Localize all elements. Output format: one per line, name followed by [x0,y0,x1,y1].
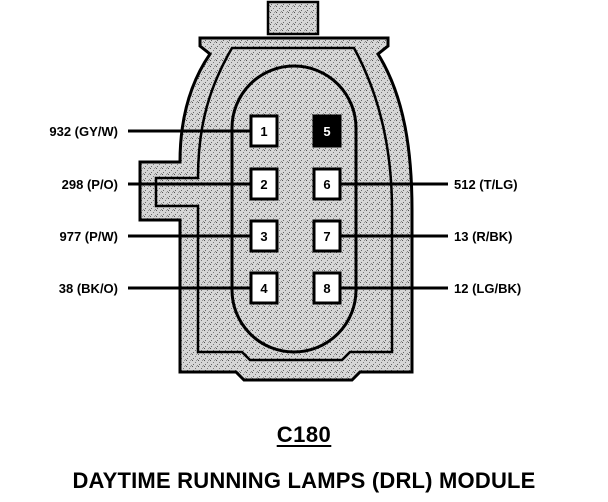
pin-3: 3 [249,219,279,253]
circuit-label-pin-4: 38 (BK/O) [59,281,118,296]
pin-2-number: 2 [260,177,267,192]
connector-latch [266,0,320,36]
pin-7-box [312,219,342,253]
pin-5: 5 [312,114,342,148]
circuit-label-pin-6: 512 (T/LG) [454,177,518,192]
pin-5-box [312,114,342,148]
circuit-label-pin-1: 932 (GY/W) [49,124,118,139]
pin-4-number: 4 [260,281,268,296]
pin-4: 4 [249,271,279,305]
pin-8: 8 [312,271,342,305]
circuit-labels: 932 (GY/W) 298 (P/O) 977 (P/W) 38 (BK/O)… [49,124,521,296]
pin-6: 6 [312,167,342,201]
wire-leads [128,129,448,290]
pin-3-box [249,219,279,253]
pin-2: 2 [249,167,279,201]
connector-id: C180 [276,422,332,447]
pin-1-box [249,114,279,148]
pin-6-number: 6 [323,177,330,192]
circuit-label-pin-8: 12 (LG/BK) [454,281,521,296]
pin-8-number: 8 [323,281,330,296]
module-title: DAYTIME RUNNING LAMPS (DRL) MODULE [72,468,536,493]
pin-7-number: 7 [323,229,330,244]
pin-8-box [312,271,342,305]
pin-1-number: 1 [260,124,267,139]
pin-4-box [249,271,279,305]
circuit-label-pin-3: 977 (P/W) [59,229,118,244]
pin-1: 1 [249,114,279,148]
pin-5-number: 5 [323,124,330,139]
terminal-cavity-oval [230,64,358,354]
pin-2-box [249,167,279,201]
circuit-label-pin-7: 13 (R/BK) [454,229,513,244]
pin-6-box [312,167,342,201]
circuit-label-pin-2: 298 (P/O) [62,177,118,192]
pin-3-number: 3 [260,229,267,244]
pin-7: 7 [312,219,342,253]
